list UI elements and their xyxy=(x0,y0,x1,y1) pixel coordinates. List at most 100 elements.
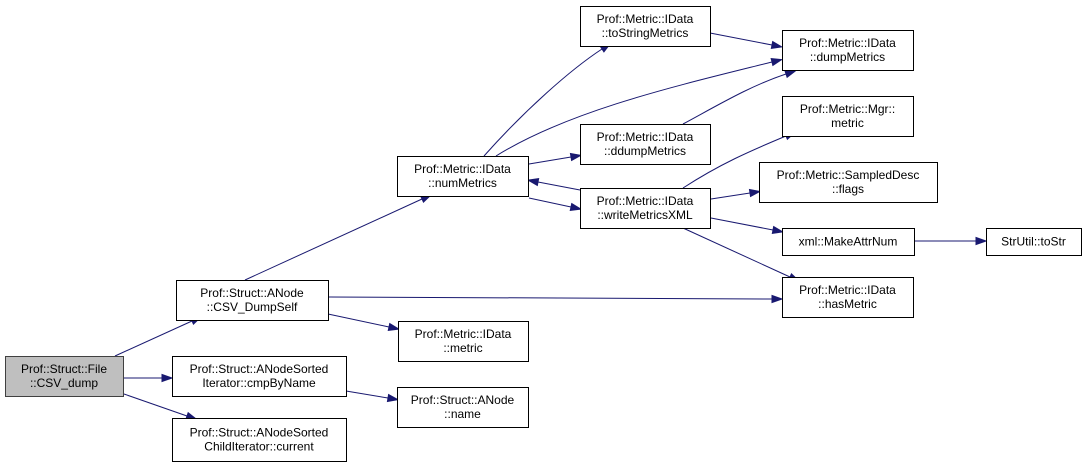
node-label-line: ::name xyxy=(444,407,481,421)
edge-line xyxy=(528,197,572,208)
node-label-line: Prof::Struct::ANode xyxy=(200,286,304,300)
node-label-line: Prof::Metric::IData xyxy=(414,162,511,176)
edge-line xyxy=(345,390,389,399)
edge-writemetricsxml-to-flags xyxy=(710,188,762,200)
arrowhead-icon xyxy=(771,225,785,235)
node-label-line: ::ddumpMetrics xyxy=(604,144,686,158)
node-label-line: ChildIterator::current xyxy=(204,440,314,454)
node-box xyxy=(782,228,915,256)
node-hasmetric[interactable]: Prof::Metric::IData::hasMetric xyxy=(782,277,914,318)
node-label-line: ::numMetrics xyxy=(428,176,497,190)
edge-csv_dumpself-to-metric_idata xyxy=(327,313,401,332)
edge-line xyxy=(244,198,423,281)
edge-line xyxy=(123,393,188,417)
node-tostr[interactable]: StrUtil::toStr xyxy=(986,228,1082,256)
node-label-line: Prof::Metric::IData xyxy=(799,283,896,297)
edge-line xyxy=(328,296,773,300)
node-label-line: Prof::Struct::ANodeSorted xyxy=(190,426,329,440)
node-box xyxy=(398,321,529,362)
node-flags[interactable]: Prof::Metric::SampledDesc::flags xyxy=(759,162,938,203)
edge-line xyxy=(682,73,787,125)
node-box xyxy=(397,387,529,428)
node-label-line: Prof::Metric::IData xyxy=(415,327,512,341)
node-makeattrnum[interactable]: xml::MakeAttrNum xyxy=(782,228,915,256)
node-label-line: Prof::Struct::ANode xyxy=(411,393,515,407)
node-anode_name[interactable]: Prof::Struct::ANode::name xyxy=(397,387,529,428)
arrowhead-icon xyxy=(771,294,784,304)
node-label-line: Prof::Struct::File xyxy=(21,362,107,376)
edge-csv_dumpself-to-hasmetric xyxy=(328,294,784,304)
node-label-line: Prof::Struct::ANodeSorted xyxy=(190,362,329,376)
node-label-line: StrUtil::toStr xyxy=(1001,235,1066,249)
edge-line xyxy=(483,48,603,157)
node-label-line: Prof::Metric::Mgr:: xyxy=(800,102,895,116)
node-cmpbyname[interactable]: Prof::Struct::ANodeSortedIterator::cmpBy… xyxy=(172,356,347,397)
node-box xyxy=(176,280,329,321)
node-label-line: ::dumpMetrics xyxy=(810,50,885,64)
node-metric_idata[interactable]: Prof::Metric::IData::metric xyxy=(398,321,529,362)
node-label-line: Prof::Metric::IData xyxy=(597,130,694,144)
node-nummetrics[interactable]: Prof::Metric::IData::numMetrics xyxy=(397,156,529,197)
arrowhead-icon xyxy=(526,177,540,187)
node-csv_dumpself[interactable]: Prof::Struct::ANode::CSV_DumpSelf xyxy=(176,280,329,321)
edge-line xyxy=(114,320,193,357)
node-dumpmetrics[interactable]: Prof::Metric::IData::dumpMetrics xyxy=(782,30,914,71)
node-box xyxy=(397,156,529,197)
node-label-line: xml::MakeAttrNum xyxy=(799,235,898,249)
edge-line xyxy=(537,181,581,191)
arrowhead-icon xyxy=(748,188,762,198)
edge-line xyxy=(682,227,791,278)
node-box xyxy=(5,356,124,397)
arrowhead-icon xyxy=(784,70,797,79)
edge-line xyxy=(495,61,773,157)
node-label-line: ::hasMetric xyxy=(818,297,877,311)
edge-csv_dump-to-csv_dumpself xyxy=(114,316,203,357)
arrowhead-icon xyxy=(975,236,988,246)
edge-line xyxy=(327,313,390,328)
node-label-line: ::metric xyxy=(443,341,482,355)
arrowhead-icon xyxy=(386,393,400,403)
arrowhead-icon xyxy=(770,40,784,50)
edge-writemetricsxml-to-hasmetric xyxy=(682,227,801,282)
edge-ddumpmetrics-to-dumpmetrics xyxy=(682,70,797,125)
edge-line xyxy=(710,192,751,200)
arrowhead-icon xyxy=(770,58,784,67)
node-label-line: ::writeMetricsXML xyxy=(597,208,693,222)
node-box xyxy=(986,228,1082,256)
node-box xyxy=(782,277,914,318)
edge-nummetrics-to-ddumpmetrics xyxy=(528,152,583,165)
edge-line xyxy=(709,32,773,46)
edge-line xyxy=(682,135,787,189)
node-label-line: ::CSV_DumpSelf xyxy=(207,300,298,314)
node-writemetricsxml[interactable]: Prof::Metric::IData::writeMetricsXML xyxy=(580,188,711,229)
arrowhead-icon xyxy=(161,373,174,383)
node-label-line: ::CSV_dump xyxy=(30,376,98,390)
edge-line xyxy=(528,156,572,165)
node-box xyxy=(580,124,711,165)
node-label-line: Prof::Metric::IData xyxy=(597,12,694,26)
nodes-layer: Prof::Struct::File::CSV_dumpProf::Struct… xyxy=(5,6,1082,462)
edge-csv_dump-to-cmpbyname xyxy=(124,373,174,383)
edge-nummetrics-to-writemetricsxml xyxy=(528,197,583,212)
node-box xyxy=(580,188,711,229)
node-tostringmetrics[interactable]: Prof::Metric::IData::toStringMetrics xyxy=(580,6,711,47)
edge-csv_dump-to-current xyxy=(123,393,198,420)
edge-tostringmetrics-to-dumpmetrics xyxy=(709,32,784,50)
node-label-line: ::flags xyxy=(832,182,864,196)
node-label-line: Iterator::cmpByName xyxy=(202,376,316,390)
node-ddumpmetrics[interactable]: Prof::Metric::IData::ddumpMetrics xyxy=(580,124,711,165)
edge-writemetricsxml-to-makeattrnum xyxy=(710,217,785,235)
node-current[interactable]: Prof::Struct::ANodeSortedChildIterator::… xyxy=(172,418,347,462)
node-box xyxy=(172,418,347,462)
node-box xyxy=(759,162,938,203)
node-label-line: Prof::Metric::IData xyxy=(597,194,694,208)
node-box xyxy=(580,6,711,47)
arrowhead-icon xyxy=(569,152,583,162)
node-label-line: Prof::Metric::SampledDesc xyxy=(777,168,920,182)
node-box xyxy=(172,356,347,397)
node-mgr_metric[interactable]: Prof::Metric::Mgr::metric xyxy=(782,96,914,137)
node-csv_dump: Prof::Struct::File::CSV_dump xyxy=(5,356,124,397)
edge-line xyxy=(710,217,774,231)
edge-nummetrics-to-dumpmetrics xyxy=(495,58,784,157)
